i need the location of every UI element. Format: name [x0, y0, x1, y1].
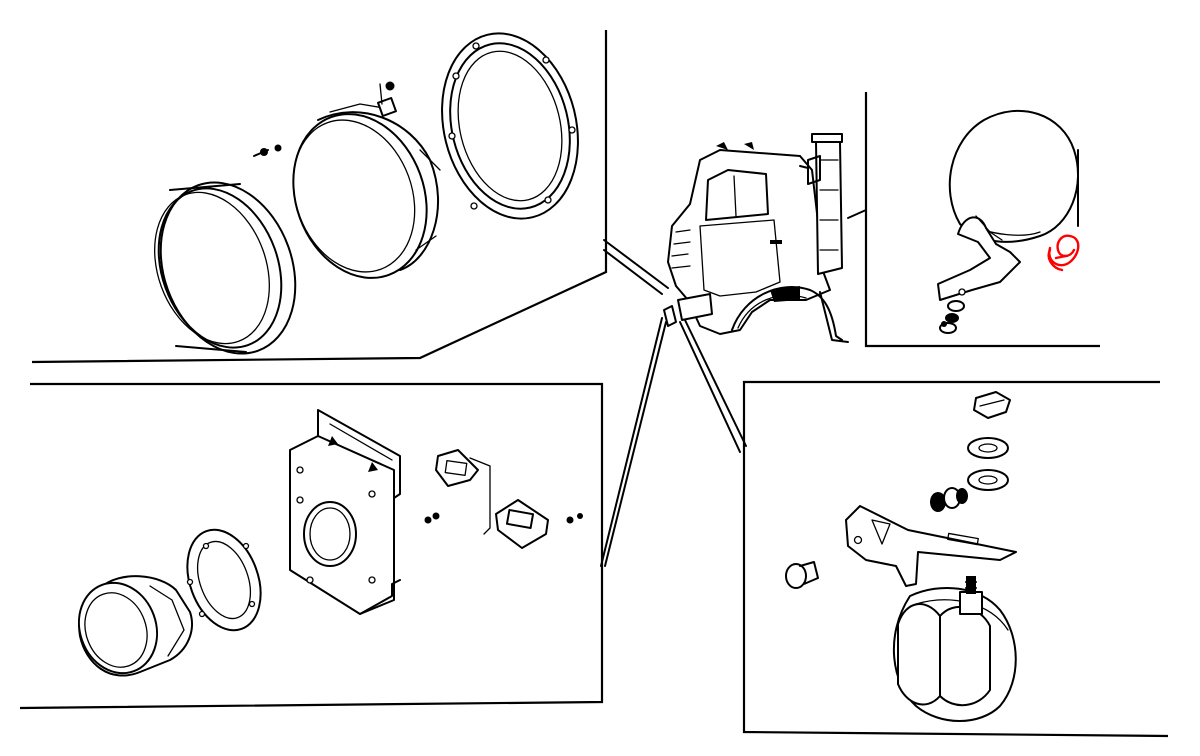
rear-lamp-nuts-right [566, 513, 583, 524]
headlamp-assembly [154, 32, 579, 355]
bumper [677, 293, 713, 321]
cab-front-grille [671, 229, 691, 269]
front-lamp-mount [663, 305, 677, 327]
truck-cab [663, 133, 849, 343]
fog-lamp-bolt [785, 561, 819, 589]
door-handle [770, 240, 782, 244]
spot-lamp-bracket [937, 215, 1021, 301]
leader-line-fog-lamp [679, 317, 747, 453]
rear-lamp-nuts-left [424, 512, 440, 524]
spot-lamp-assembly [937, 109, 1080, 334]
rear-lamp-connector [495, 499, 549, 549]
rear-lamp-assembly [77, 409, 583, 677]
headlamp-panel-frame [31, 30, 608, 364]
leader-line-spot-lamp [847, 209, 867, 219]
side-mirror [799, 155, 821, 185]
leader-line-rear-lamp [600, 317, 667, 567]
fog-lamp-washer [967, 437, 1009, 459]
rear-lamp-plate [435, 449, 491, 535]
spot-lamp-panel-frame [864, 92, 1100, 348]
rear-lamp-bracket [289, 409, 401, 615]
fog-lamp-bracket [845, 505, 1017, 587]
leader-line-headlamp [603, 239, 669, 295]
headlamp-lens-unit [292, 83, 441, 279]
fog-lamp-nut [973, 391, 1011, 419]
cab-door [699, 219, 781, 297]
spot-lamp-mount-hardware [939, 300, 965, 334]
red-highlight-mark [1047, 234, 1080, 272]
fog-lamp-washer-2 [967, 469, 1009, 491]
headlamp-screw [253, 144, 282, 157]
rear-lamp-gasket [186, 528, 262, 632]
exhaust-stack [811, 133, 843, 275]
wheel-arch [731, 286, 843, 341]
headlamp-mounting-ring [441, 32, 579, 220]
fog-lamp-body [892, 586, 1017, 722]
fog-lamp-panel-frame [742, 380, 1169, 738]
headlamp-bezel-ring [154, 181, 297, 355]
headlamp-nut [385, 81, 395, 91]
roof-marker-lights [716, 142, 754, 150]
fog-lamp-stud [959, 576, 983, 615]
fog-lamp-assembly [785, 391, 1017, 722]
rear-lamp-body [77, 575, 193, 677]
spot-lamp-housing [948, 109, 1079, 243]
panel-frames [19, 30, 1169, 738]
cab-window [705, 169, 769, 221]
leader-lines [600, 209, 867, 567]
fog-lamp-lock-nuts [930, 487, 968, 512]
rear-lamp-panel-frame [19, 382, 604, 710]
